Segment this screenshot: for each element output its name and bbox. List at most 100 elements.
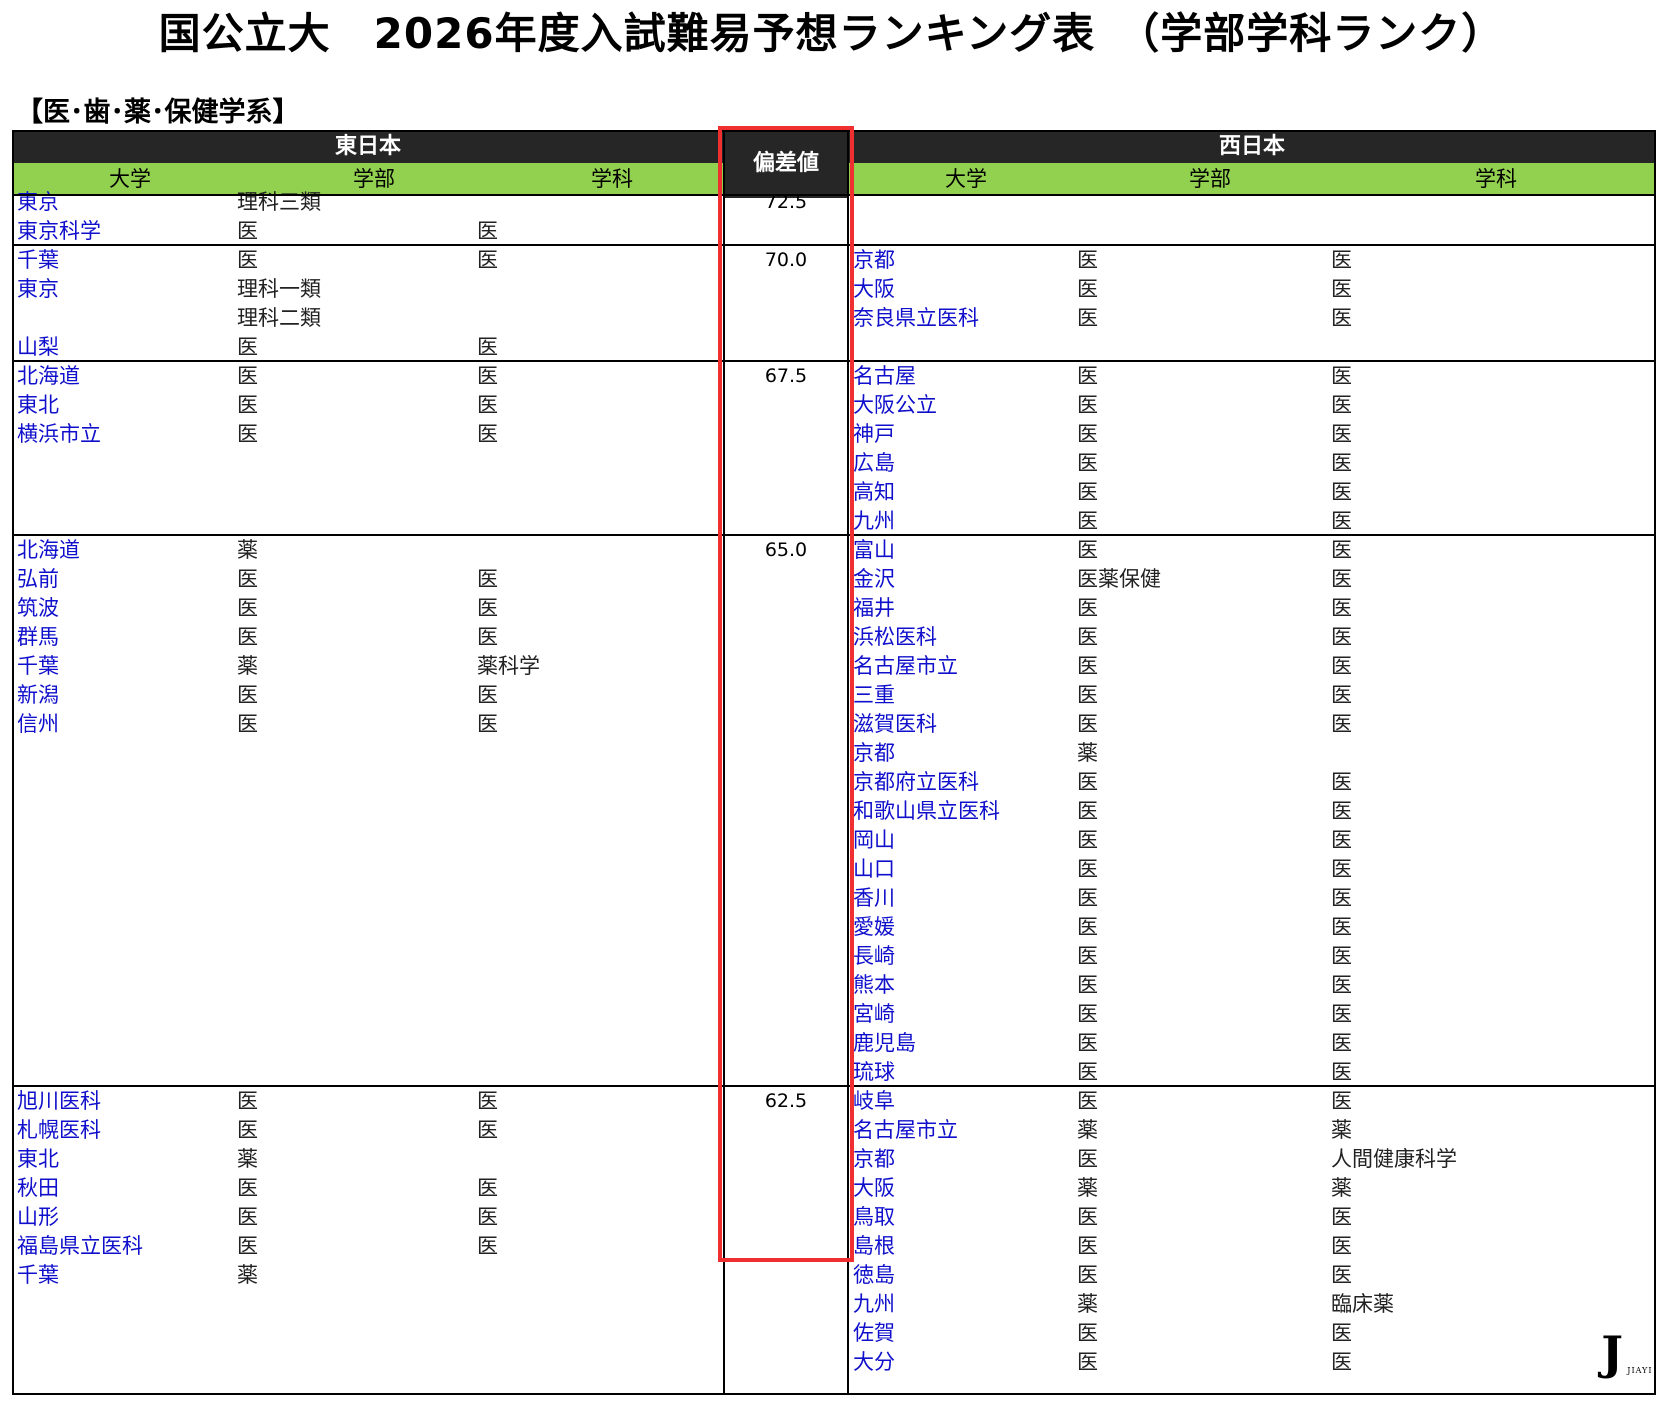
east-department-cell: 医 <box>477 625 498 649</box>
west-faculty-cell: 医 <box>1077 1060 1098 1084</box>
west-faculty-cell: 医 <box>1077 248 1098 272</box>
west-university-cell: 金沢 <box>853 567 895 591</box>
west-department-cell: 医 <box>1331 422 1352 446</box>
west-university-cell: 徳島 <box>853 1263 895 1287</box>
east-university-cell: 東北 <box>17 393 59 417</box>
deviation-highlight-box <box>718 126 854 1262</box>
east-faculty-cell: 薬 <box>237 654 258 678</box>
east-faculty-cell: 薬 <box>237 538 258 562</box>
east-faculty-cell: 医 <box>237 219 258 243</box>
east-university-cell: 東京科学 <box>17 219 101 243</box>
deviation-value: 70.0 <box>764 249 808 271</box>
table-bottom-border <box>12 1393 1656 1395</box>
west-university-cell: 愛媛 <box>853 915 895 939</box>
logo-subtext: JIAYI <box>1627 1366 1653 1375</box>
east-department-cell: 薬科学 <box>477 654 540 678</box>
group-divider <box>12 360 1656 362</box>
west-faculty-cell: 薬 <box>1077 1176 1098 1200</box>
east-university-cell: 千葉 <box>17 248 59 272</box>
east-university-cell: 山梨 <box>17 335 59 359</box>
west-col-faculty: 学部 <box>1189 167 1231 191</box>
west-university-cell: 九州 <box>853 1292 895 1316</box>
west-department-cell: 医 <box>1331 683 1352 707</box>
east-university-cell: 千葉 <box>17 1263 59 1287</box>
west-university-cell: 島根 <box>853 1234 895 1258</box>
west-university-cell: 奈良県立医科 <box>853 306 979 330</box>
west-faculty-cell: 医 <box>1077 1205 1098 1229</box>
west-department-cell: 医 <box>1331 654 1352 678</box>
west-university-cell: 鹿児島 <box>853 1031 916 1055</box>
deviation-header: 偏差値 <box>724 130 848 198</box>
west-department-cell: 医 <box>1331 393 1352 417</box>
west-university-cell: 三重 <box>853 683 895 707</box>
west-faculty-cell: 医 <box>1077 306 1098 330</box>
west-university-cell: 佐賀 <box>853 1321 895 1345</box>
deviation-value: 65.0 <box>764 539 808 561</box>
west-faculty-cell: 医 <box>1077 625 1098 649</box>
east-university-cell: 福島県立医科 <box>17 1234 143 1258</box>
west-faculty-cell: 医 <box>1077 828 1098 852</box>
west-department-cell: 医 <box>1331 828 1352 852</box>
west-university-cell: 高知 <box>853 480 895 504</box>
east-faculty-cell: 医 <box>237 1205 258 1229</box>
west-university-cell: 香川 <box>853 886 895 910</box>
west-university-cell: 名古屋市立 <box>853 1118 958 1142</box>
west-faculty-cell: 医 <box>1077 509 1098 533</box>
east-faculty-cell: 医 <box>237 1089 258 1113</box>
west-university-cell: 大阪 <box>853 1176 895 1200</box>
east-col-university: 大学 <box>109 167 151 191</box>
section-heading: 【医･歯･薬･保健学系】 <box>16 97 300 128</box>
west-department-cell: 医 <box>1331 451 1352 475</box>
west-col-department: 学科 <box>1475 167 1517 191</box>
table-right-border <box>1654 130 1656 1395</box>
table-left-border <box>12 130 14 1395</box>
east-university-cell: 弘前 <box>17 567 59 591</box>
east-department-cell: 医 <box>477 1089 498 1113</box>
west-department-cell: 医 <box>1331 1321 1352 1345</box>
west-header: 西日本 <box>848 130 1656 163</box>
east-university-cell: 群馬 <box>17 625 59 649</box>
west-faculty-cell: 薬 <box>1077 741 1098 765</box>
east-faculty-cell: 医 <box>237 393 258 417</box>
page-title: 国公立大 2026年度入試難易予想ランキング表 （学部学科ランク） <box>158 9 1505 58</box>
west-faculty-cell: 医 <box>1077 944 1098 968</box>
west-department-cell: 医 <box>1331 1089 1352 1113</box>
west-department-cell: 人間健康科学 <box>1331 1147 1457 1171</box>
deviation-left-border <box>723 130 725 1395</box>
east-faculty-cell: 理科一類 <box>237 277 321 301</box>
west-university-cell: 和歌山県立医科 <box>853 799 1000 823</box>
west-faculty-cell: 医 <box>1077 683 1098 707</box>
west-university-cell: 京都 <box>853 1147 895 1171</box>
west-department-cell: 医 <box>1331 1234 1352 1258</box>
west-department-cell: 医 <box>1331 886 1352 910</box>
east-department-cell: 医 <box>477 393 498 417</box>
west-university-cell: 京都府立医科 <box>853 770 979 794</box>
west-university-cell: 名古屋市立 <box>853 654 958 678</box>
west-department-cell: 医 <box>1331 306 1352 330</box>
west-department-cell: 医 <box>1331 1031 1352 1055</box>
east-col-faculty: 学部 <box>353 167 395 191</box>
east-department-cell: 医 <box>477 683 498 707</box>
west-department-cell: 医 <box>1331 1002 1352 1026</box>
east-faculty-cell: 医 <box>237 567 258 591</box>
east-university-cell: 新潟 <box>17 683 59 707</box>
east-department-cell: 医 <box>477 219 498 243</box>
west-faculty-cell: 医 <box>1077 422 1098 446</box>
east-faculty-cell: 医 <box>237 712 258 736</box>
east-university-cell: 東北 <box>17 1147 59 1171</box>
west-university-cell: 宮崎 <box>853 1002 895 1026</box>
east-department-cell: 医 <box>477 712 498 736</box>
west-university-cell: 大阪公立 <box>853 393 937 417</box>
west-department-cell: 医 <box>1331 915 1352 939</box>
west-department-cell: 医 <box>1331 625 1352 649</box>
west-faculty-cell: 医 <box>1077 277 1098 301</box>
west-faculty-cell: 医 <box>1077 886 1098 910</box>
east-department-cell: 医 <box>477 567 498 591</box>
east-faculty-cell: 医 <box>237 625 258 649</box>
west-faculty-cell: 医 <box>1077 712 1098 736</box>
west-faculty-cell: 医 <box>1077 538 1098 562</box>
west-faculty-cell: 医 <box>1077 1234 1098 1258</box>
west-department-cell: 医 <box>1331 1350 1352 1374</box>
group-divider <box>12 1085 1656 1087</box>
